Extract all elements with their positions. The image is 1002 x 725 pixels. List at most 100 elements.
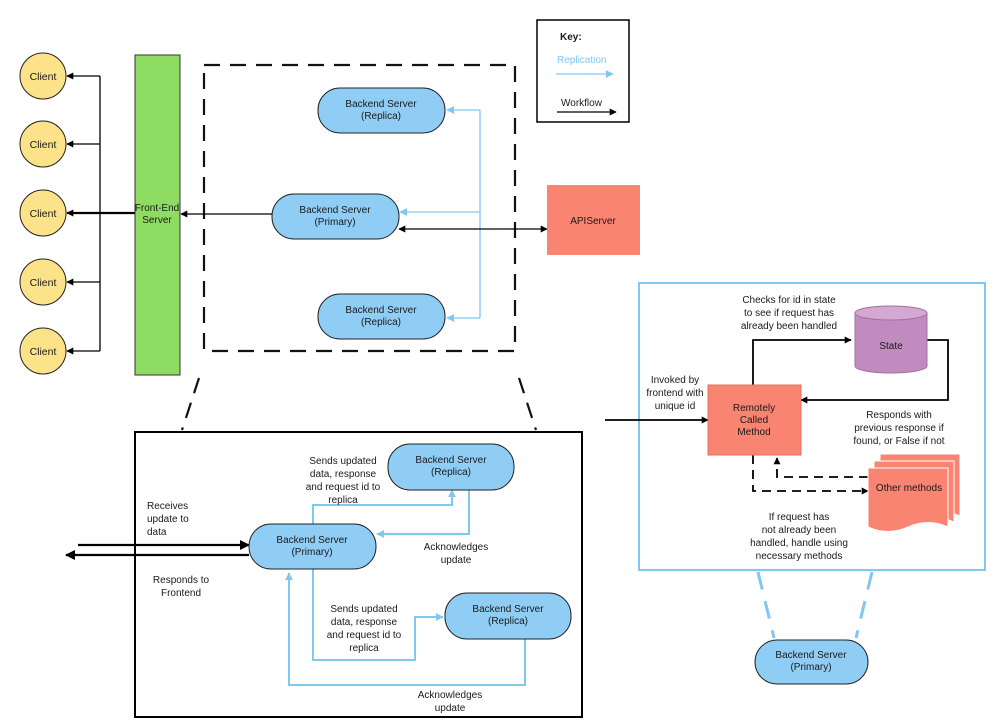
call-other-methods-arrow [752,455,869,495]
zoom-line-left [180,377,201,431]
remote-method-line1: Remotely [733,403,775,414]
responds-annotation: Responds to Frontend [153,575,210,599]
detail-primary-line2: (Primary) [291,547,332,558]
svg-text:replica: replica [328,495,358,506]
backend-replica-top [317,87,446,134]
method-zoom-line-left [756,571,776,639]
svg-text:not already been: not already been [762,525,837,536]
client-node [19,258,67,306]
svg-text:previous response if: previous response if [854,423,944,434]
svg-text:data, response: data, response [310,469,377,480]
svg-text:update: update [435,703,466,714]
svg-text:frontend with: frontend with [646,388,703,399]
zoom-line-right [517,377,538,431]
backend-replica-top-line1: Backend Server [345,99,417,110]
client-connectors [66,72,135,355]
backend-replica-top-line2: (Replica) [361,111,401,122]
client-nodes: Client Client Client Client Client [19,52,67,375]
receives-annotation: Receives update to data [147,501,189,538]
remote-method-line2: Called [740,415,768,426]
frontend-label-line2: Server [142,215,172,226]
svg-text:Acknowledges: Acknowledges [424,542,488,553]
backend-replica-bottom [317,293,446,340]
check-state-arrow [752,336,852,385]
svg-text:Responds with: Responds with [866,410,932,421]
overview-replication-lines [399,106,481,322]
api-server [547,185,640,255]
checks-annotation: Checks for id in state to see if request… [741,295,837,332]
method-zoom-line-right [854,571,874,639]
legend-replication-label: Replication [557,55,606,66]
client-node [19,327,67,375]
state-label: State [879,341,903,352]
detail-replication-lines [285,489,526,686]
other-methods-stack [867,453,961,532]
method-backend-primary [754,639,869,685]
backend-cluster-boundary [202,63,517,353]
svg-text:and request id to: and request id to [327,630,402,641]
other-methods-return-arrow [773,457,868,478]
detail-replica-top [387,443,515,491]
frontend-server [134,54,181,376]
responds-state-annotation: Responds with previous response if found… [853,410,944,447]
svg-text:found, or False if not: found, or False if not [853,436,944,447]
backend-primary-line1: Backend Server [299,205,371,216]
legend-workflow-label: Workflow [561,98,603,109]
detail-replica-bottom-line1: Backend Server [472,604,544,615]
detail-replica-bottom-line2: (Replica) [488,616,528,627]
legend-title: Key: [560,32,582,43]
ack-bottom-annotation: Acknowledges update [418,690,482,714]
svg-text:to see if request has: to see if request has [744,308,834,319]
svg-text:already been handled: already been handled [741,321,837,332]
svg-text:handled, handle using: handled, handle using [750,538,848,549]
client-label: Client [30,208,57,220]
svg-text:and request id to: and request id to [306,482,381,493]
svg-text:Sends updated: Sends updated [330,604,397,615]
frontend-label-line1: Front-End [135,203,179,214]
svg-text:Checks for id in state: Checks for id in state [742,295,836,306]
ack-top-annotation: Acknowledges update [424,542,488,566]
client-label: Client [30,277,57,289]
state-database [854,305,928,374]
if-not-handled-annotation: If request has not already been handled,… [750,512,848,562]
svg-text:data, response: data, response [331,617,398,628]
detail-primary-line1: Backend Server [276,535,348,546]
svg-text:replica: replica [349,643,379,654]
backend-replica-bottom-line1: Backend Server [345,305,417,316]
svg-text:Responds to: Responds to [153,575,210,586]
sends-bottom-annotation: Sends updated data, response and request… [327,604,402,654]
svg-text:Sends updated: Sends updated [309,456,376,467]
client-label: Client [30,71,57,83]
svg-text:Frontend: Frontend [161,588,201,599]
invoked-annotation: Invoked by frontend with unique id [646,375,703,412]
svg-text:Invoked by: Invoked by [651,375,699,386]
detail-primary [248,523,377,570]
api-server-label: APIServer [570,216,616,227]
client-node [19,120,67,168]
svg-text:update: update [441,555,472,566]
client-node [19,189,67,237]
method-backend-primary-line1: Backend Server [775,650,847,661]
state-response-arrow [800,339,949,404]
backend-primary [271,193,400,240]
svg-text:data: data [147,527,167,538]
svg-text:If request has: If request has [769,512,830,523]
remote-method-line3: Method [737,427,770,438]
remote-method [707,384,802,456]
backend-primary-line2: (Primary) [314,217,355,228]
svg-text:necessary methods: necessary methods [756,551,843,562]
backend-replica-bottom-line2: (Replica) [361,317,401,328]
svg-text:update to: update to [147,514,189,525]
method-backend-primary-line2: (Primary) [790,662,831,673]
detail-replica-top-line1: Backend Server [415,455,487,466]
svg-text:Receives: Receives [147,501,188,512]
svg-text:unique id: unique id [655,401,696,412]
client-label: Client [30,139,57,151]
client-label: Client [30,346,57,358]
detail-replica-top-line2: (Replica) [431,467,471,478]
svg-text:Acknowledges: Acknowledges [418,690,482,701]
sends-top-annotation: Sends updated data, response and request… [306,456,381,506]
detail-replica-bottom [444,592,572,640]
